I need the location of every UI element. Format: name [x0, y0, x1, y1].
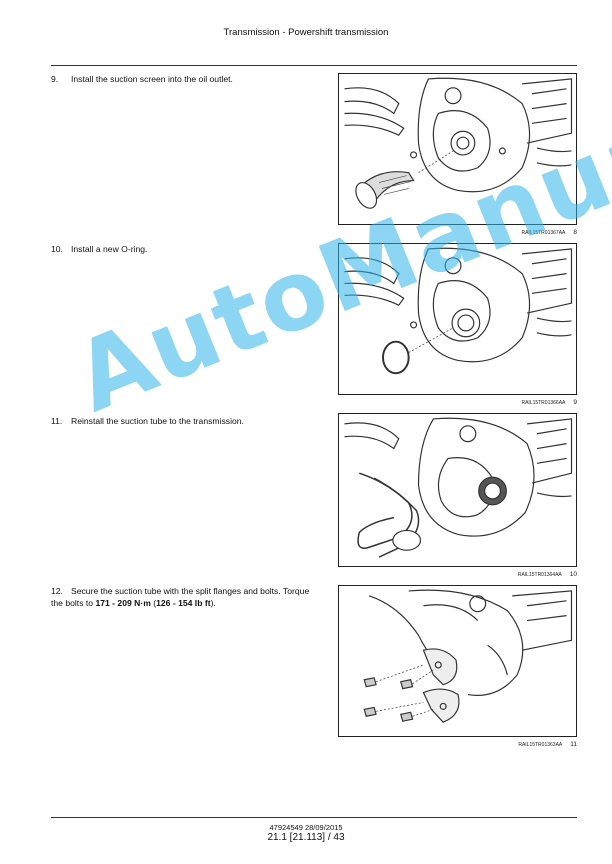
suction-screen-illustration: [344, 77, 573, 209]
split-flanges-illustration: [363, 589, 573, 723]
figure-11: [338, 585, 577, 737]
step-10: 10. Install a new O-ring.: [51, 243, 321, 255]
figure-code: RAIL15TR01363AA: [518, 742, 563, 748]
step-text-mid: (: [150, 598, 157, 608]
step-9: 9. Install the suction screen into the oi…: [51, 73, 321, 85]
step-text-intro: Secure the suction tube with the split f…: [51, 586, 310, 608]
figure-code: RAIL15TR01366AA: [521, 400, 566, 406]
figure-9-caption: RAIL15TR01366AA 9: [521, 399, 577, 406]
step-text: Reinstall the suction tube to the transm…: [71, 416, 244, 426]
figure-9: [338, 243, 577, 395]
figure-number: 11: [570, 741, 577, 748]
figure-code: RAIL15TR01364AA: [517, 572, 562, 578]
step-number: 12.: [51, 586, 63, 596]
page-header-title: Transmission - Powershift transmission: [223, 27, 389, 38]
figure-10-caption: RAIL15TR01364AA 10: [518, 571, 577, 578]
torque-metric: 171 - 209 N·m: [95, 598, 151, 608]
torque-imperial: 126 - 154 lb ft: [156, 598, 211, 608]
figure-8: [338, 73, 577, 225]
step-number: 11.: [51, 416, 63, 426]
step-12: 12.Secure the suction tube with the spli…: [51, 585, 321, 609]
step-text-end: ).: [210, 598, 216, 608]
figure-number: 9: [573, 399, 577, 406]
header-rule: [51, 65, 577, 66]
step-11: 11. Reinstall the suction tube to the tra…: [51, 415, 321, 427]
footer-document-reference: 47924549 28/09/2015: [269, 823, 343, 832]
footer-page-number: 21.1 [21.113] / 43: [267, 832, 345, 843]
suction-tube-illustration: [344, 417, 573, 558]
o-ring-illustration: [344, 247, 573, 375]
footer-rule: [51, 817, 577, 818]
figure-8-caption: RAIL15TR01367AA 8: [521, 229, 577, 236]
step-text: Install a new O-ring.: [71, 244, 148, 254]
figure-code: RAIL15TR01367AA: [521, 230, 566, 236]
step-number: 10.: [51, 244, 63, 254]
figure-11-caption: RAIL15TR01363AA 11: [518, 741, 577, 748]
step-text: Install the suction screen into the oil …: [71, 74, 233, 84]
figure-number: 8: [573, 229, 577, 236]
figure-10: [338, 413, 577, 567]
step-number: 9.: [51, 74, 59, 84]
figure-number: 10: [569, 571, 577, 578]
